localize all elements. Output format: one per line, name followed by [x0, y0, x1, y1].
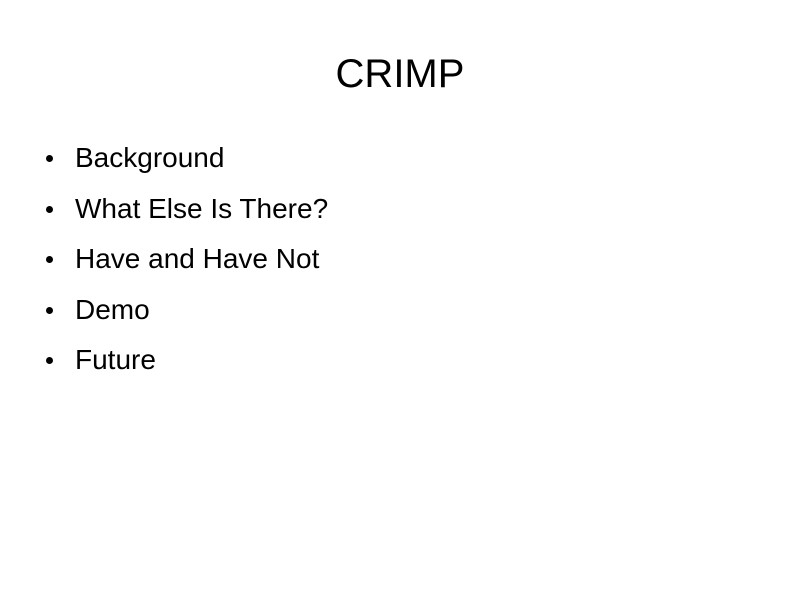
- bullet-text: Future: [75, 344, 156, 375]
- bullet-text: Background: [75, 142, 225, 173]
- bullet-icon: [46, 205, 53, 213]
- bullet-text: Demo: [75, 293, 150, 325]
- bullet-text: What Else Is There?: [75, 192, 329, 224]
- slide-title: CRIMP: [335, 52, 465, 96]
- bullet-icon: [46, 357, 53, 364]
- bullet-icon: [46, 155, 53, 162]
- bullet-text: Have and Have Not: [75, 243, 320, 274]
- bullet-icon: [46, 256, 53, 263]
- bullet-icon: [46, 306, 53, 314]
